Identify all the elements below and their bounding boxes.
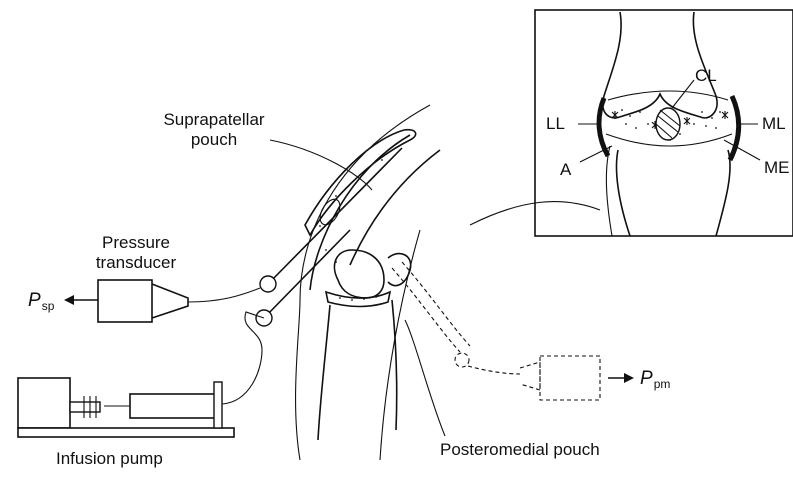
p-sp-arrowhead (64, 295, 74, 305)
infusion-pump (18, 312, 264, 437)
dashed-transducer-box (540, 356, 600, 400)
p-sp-label: Psp (28, 290, 54, 314)
p-sp-subscript: sp (42, 299, 55, 313)
p-pm-subscript: pm (654, 377, 671, 391)
posteromedial-transducer (392, 262, 634, 400)
dashed-stopcock (455, 353, 469, 367)
stopcock-upper (260, 276, 276, 292)
suprapatellar-line1: Suprapatellar (152, 110, 276, 130)
femoral-condyle (334, 250, 384, 298)
inset-label-ml: ML (762, 114, 786, 134)
femur-front (350, 150, 440, 265)
p-pm-label: Ppm (640, 368, 670, 392)
pump-base (18, 428, 234, 437)
dashed-needle-1 (392, 268, 460, 352)
pump-body (18, 378, 70, 428)
posterior-leg-outline (296, 105, 430, 460)
inset-label-cl: CL (695, 66, 717, 86)
tibia-front (392, 300, 397, 430)
suprapatellar-line2: pouch (152, 130, 276, 150)
p-pm-symbol: P (640, 368, 653, 389)
dashed-needle-2 (402, 262, 470, 346)
syringe-barrel (130, 394, 216, 418)
pressure-line2: transducer (86, 253, 186, 273)
suprapatellar-pouch-shape (305, 130, 416, 235)
transducer-tube (188, 288, 260, 302)
inset-panel (535, 10, 793, 236)
infusion-tube (222, 312, 264, 404)
pressure-transducer (64, 280, 260, 322)
dashed-cone (520, 362, 540, 390)
inset-label-me: ME (764, 158, 790, 178)
p-sp-symbol: P (28, 290, 41, 311)
posteromedial-pouch-label: Posteromedial pouch (440, 440, 600, 460)
pressure-line1: Pressure (86, 233, 186, 253)
inset-label-ll: LL (546, 114, 565, 134)
transducer-box (98, 280, 152, 322)
p-pm-arrowhead (624, 373, 634, 383)
infusion-pump-label: Infusion pump (56, 449, 163, 469)
suprapatellar-pouch-label: Suprapatellar pouch (152, 110, 276, 149)
syringe-holder (214, 382, 222, 428)
transducer-cone (152, 284, 188, 318)
dashed-tube (468, 366, 520, 374)
tibial-plateau (326, 292, 390, 307)
posteromedial-leader (405, 320, 445, 436)
pressure-transducer-label: Pressure transducer (86, 233, 186, 272)
inset-label-a: A (560, 160, 571, 180)
tibia-back (318, 305, 330, 440)
